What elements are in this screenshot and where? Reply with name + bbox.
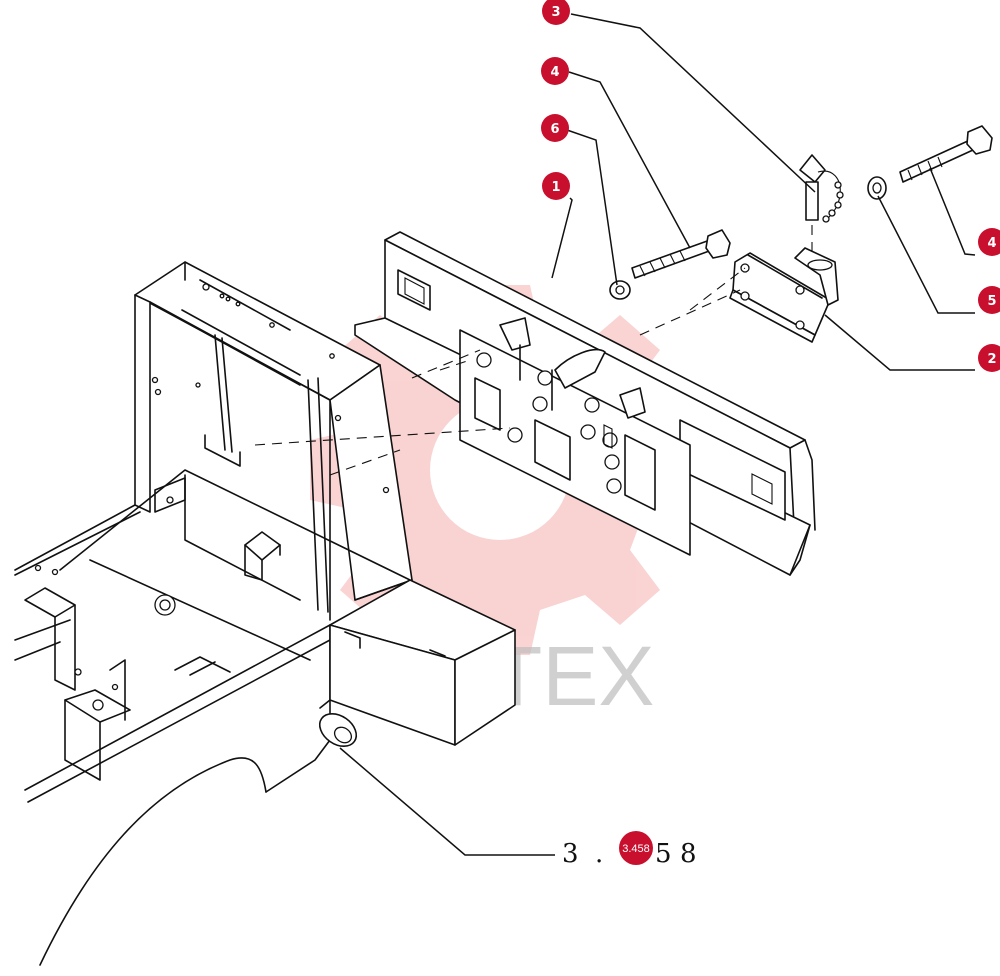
tractor-frame: [14, 261, 516, 966]
front-weight-bracket: [354, 231, 816, 576]
callout-6-label: 6: [550, 122, 559, 137]
bolt-left: [631, 229, 731, 279]
callout-5-label: 5: [987, 294, 996, 309]
reference-part-2: 5: [655, 839, 672, 869]
reference-dot: .: [595, 839, 603, 869]
reference-badge: [619, 831, 653, 865]
reference-badge-text: 3.458: [622, 843, 650, 855]
callout-5: 5: [978, 286, 1000, 314]
reference-part-1: 3: [562, 839, 579, 869]
callout-6: 6: [541, 114, 569, 142]
callout-4-left-label: 4: [550, 65, 559, 80]
bolt-right: [899, 125, 993, 183]
callout-4-right-label: 4: [987, 236, 996, 251]
hitch-pin: [799, 154, 844, 223]
callout-1: 1: [542, 172, 570, 200]
assembly-lines: [254, 225, 813, 476]
reference-part-3: 8: [680, 839, 697, 869]
callout-2: 2: [978, 344, 1000, 372]
leader-lines: [339, 13, 976, 856]
callout-3: 3: [542, 0, 570, 25]
callout-1-label: 1: [551, 180, 560, 195]
drawbar-clevis: [729, 247, 839, 343]
lock-washer-right: [867, 176, 887, 200]
callout-2-label: 2: [987, 352, 996, 367]
callout-4-left: 4: [541, 57, 569, 85]
callout-3-label: 3: [551, 5, 560, 20]
reference-label: 3 . 3.458 5 8: [562, 831, 697, 869]
lock-washer-left: [609, 280, 631, 300]
callout-4-right: 4: [978, 228, 1000, 256]
